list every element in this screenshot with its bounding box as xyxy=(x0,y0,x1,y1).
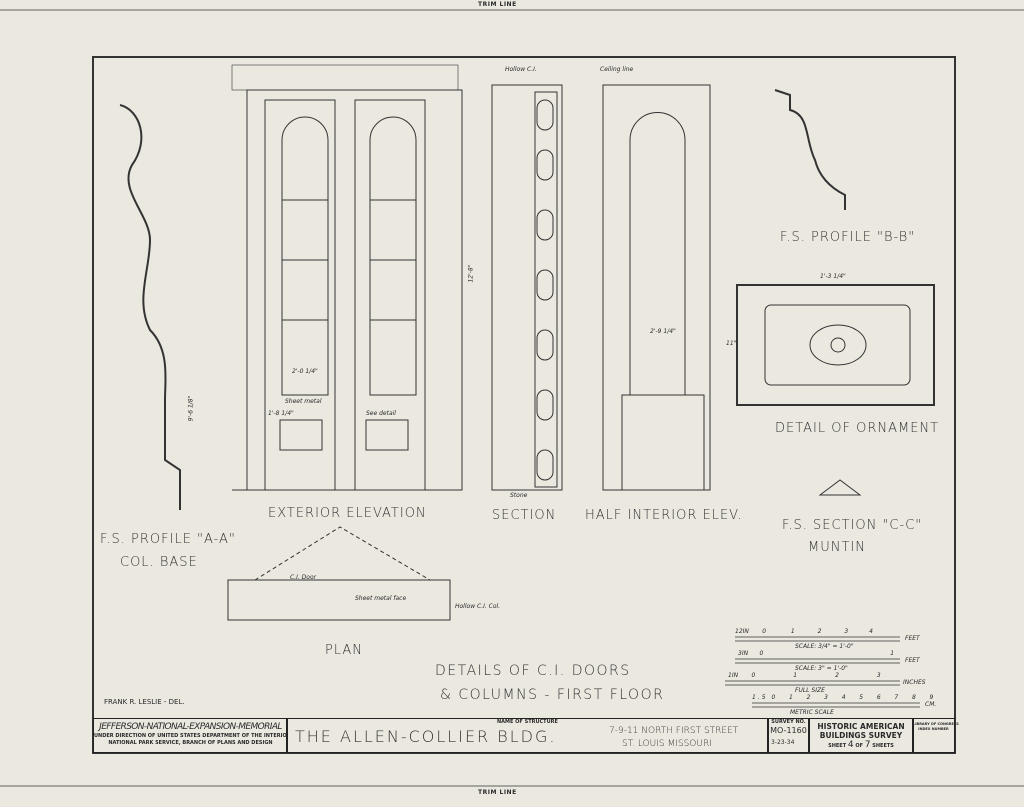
agency-name: JEFFERSON-NATIONAL-EXPANSION-MEMORIAL xyxy=(99,722,282,732)
agency-sub: NATIONAL PARK SERVICE, BRANCH OF PLANS A… xyxy=(108,740,273,746)
muntin-section xyxy=(818,479,862,496)
annotation: 12'-8" xyxy=(467,264,475,283)
section-cc-subtitle: MUNTIN xyxy=(808,540,866,555)
scale-unit: FEET xyxy=(905,657,920,664)
scale-label: METRIC SCALE xyxy=(790,709,834,716)
annotation: 2'-0 1/4" xyxy=(292,368,318,375)
loc-index-label: INDEX NUMBER xyxy=(918,727,949,731)
section-cc-title: F.S. SECTION "C-C" xyxy=(782,518,923,533)
detail-ornament-title: DETAIL OF ORNAMENT xyxy=(775,421,940,436)
half-interior-title: HALF INTERIOR ELEV. xyxy=(585,508,743,523)
sheet-number: SHEET 4 OF 7 SHEETS xyxy=(828,740,894,750)
profile-bb xyxy=(774,89,846,210)
scale-label: FULL SIZE xyxy=(795,687,825,694)
survey-date: 3-23-34 xyxy=(771,739,795,746)
scale-unit: CM. xyxy=(925,701,937,708)
annotation: 1'-3 1/4" xyxy=(820,273,846,280)
scale-ticks: 12IN 0 1 2 3 4 xyxy=(735,628,873,635)
plan-title: PLAN xyxy=(325,643,363,658)
profile-bb-title: F.S. PROFILE "B-B" xyxy=(780,230,916,245)
habs-line-1: HISTORIC AMERICAN xyxy=(817,722,905,731)
scale-ticks: 3IN 0 1 xyxy=(738,650,895,657)
structure-cell: NAME OF STRUCTURE THE ALLEN-COLLIER BLDG… xyxy=(286,718,769,753)
trim-line-top-label: TRIM LINE xyxy=(478,1,517,8)
address-line-2: ST. LOUIS MISSOURI xyxy=(622,739,712,749)
rosette xyxy=(809,324,867,366)
sheet-title-2: & COLUMNS - FIRST FLOOR xyxy=(440,687,665,703)
annotation: Sheet metal xyxy=(285,398,322,405)
annotation: 2'-9 1/4" xyxy=(650,328,676,335)
scale-label: SCALE: 3/4" = 1'-0" xyxy=(795,643,854,650)
scale-bars xyxy=(725,636,920,708)
section-title: SECTION xyxy=(492,508,557,523)
scale-unit: FEET xyxy=(905,635,920,642)
section-ovals xyxy=(536,99,554,481)
half-interior-frame xyxy=(602,84,711,491)
profile-aa-subtitle: COL. BASE xyxy=(120,555,198,570)
annotation: See detail xyxy=(366,410,396,417)
plan-outline xyxy=(227,579,451,621)
agency-sub: UNDER DIRECTION OF UNITED STATES DEPARTM… xyxy=(94,733,288,739)
annotation: Stone xyxy=(510,492,528,499)
exterior-elevation-title: EXTERIOR ELEVATION xyxy=(268,506,427,521)
scale-ticks: 1.5 0 1 2 3 4 5 6 7 8 9 xyxy=(752,694,936,701)
sheet-border xyxy=(92,56,956,754)
agency-cell: JEFFERSON-NATIONAL-EXPANSION-MEMORIAL UN… xyxy=(93,718,288,753)
loc-cell: LIBRARY OF CONGRESS INDEX NUMBER xyxy=(912,718,959,753)
trim-line-bottom-label: TRIM LINE xyxy=(478,789,517,796)
address-line-1: 7-9-11 NORTH FIRST STREET xyxy=(609,726,739,736)
loc-label: LIBRARY OF CONGRESS xyxy=(913,722,959,726)
section-column xyxy=(491,84,563,491)
annotation: 1'-8 1/4" xyxy=(268,410,294,417)
habs-cell: HISTORIC AMERICAN BUILDINGS SURVEY SHEET… xyxy=(808,718,914,753)
profile-aa-title: F.S. PROFILE "A-A" xyxy=(100,532,236,547)
name-label: NAME OF STRUCTURE xyxy=(497,719,558,725)
profile-aa-curve xyxy=(119,104,181,510)
structure-name: THE ALLEN-COLLIER BLDG. xyxy=(295,727,557,746)
annotation: Hollow C.I. Col. xyxy=(455,603,501,610)
scale-label: SCALE: 3" = 1'-0" xyxy=(795,665,848,672)
delineator: FRANK R. LESLIE - DEL. xyxy=(104,698,185,706)
survey-label: SURVEY NO. xyxy=(771,719,806,725)
habs-line-2: BUILDINGS SURVEY xyxy=(819,731,903,740)
annotation: 11" xyxy=(726,340,737,347)
survey-cell: SURVEY NO. MO-1160 3-23-34 xyxy=(767,718,810,753)
annotation: Ceiling line xyxy=(600,66,634,73)
brick-lintel xyxy=(231,64,459,91)
ornament-panel xyxy=(736,284,935,406)
annotation: Hollow C.I. xyxy=(505,66,537,73)
annotation: 9'-6 1/8" xyxy=(187,395,195,422)
annotation: Sheet metal face xyxy=(355,595,407,602)
annotation: C.I. Door xyxy=(290,574,317,581)
sheet-title-1: DETAILS OF C.I. DOORS xyxy=(435,663,631,679)
scale-unit: INCHES xyxy=(903,679,926,686)
survey-number: MO-1160 xyxy=(770,726,807,735)
